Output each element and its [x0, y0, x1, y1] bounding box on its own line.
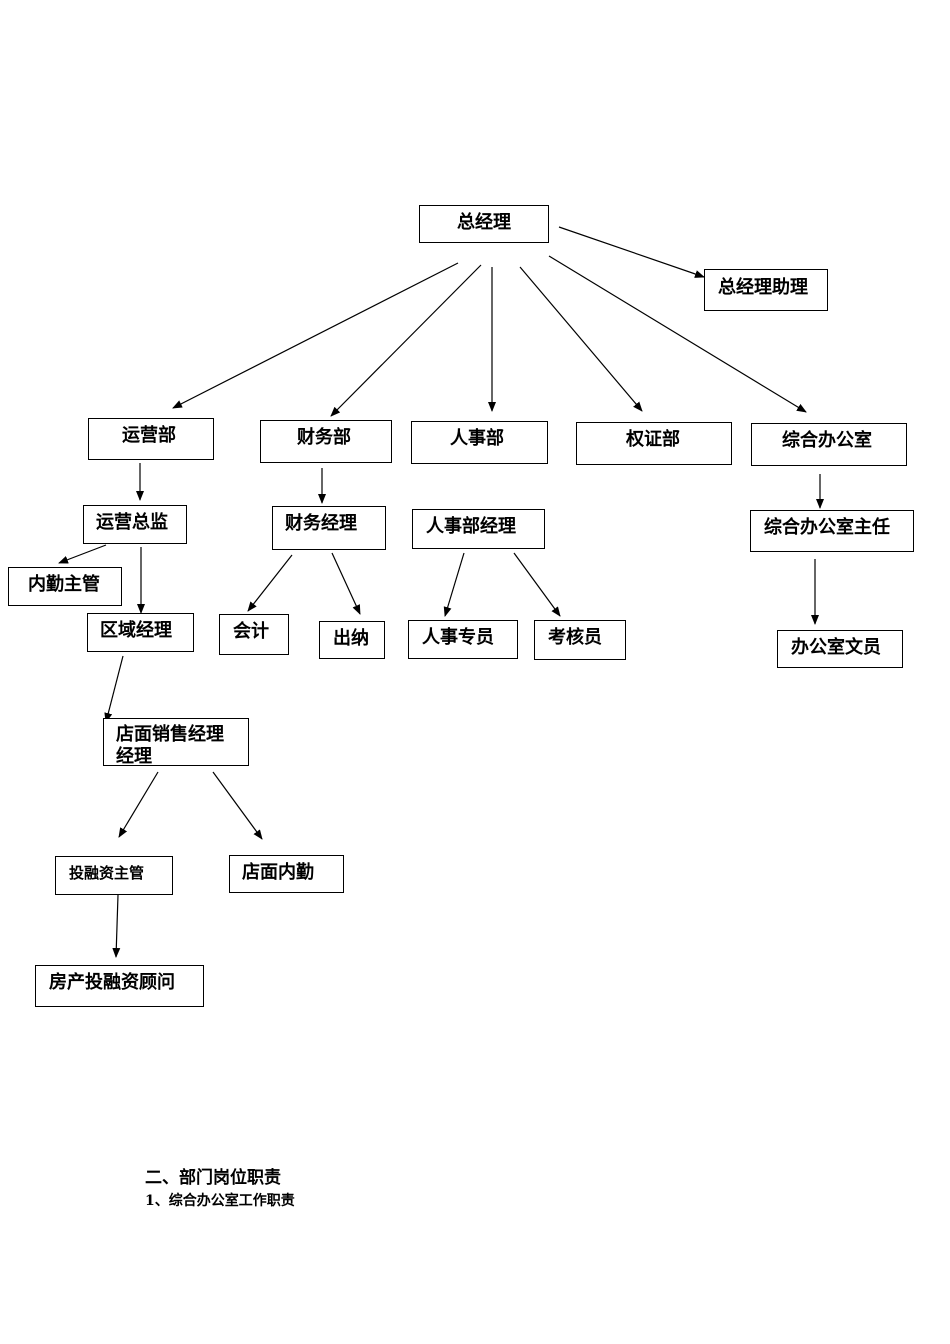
node-office-clerk-label: 办公室文员: [791, 637, 881, 658]
arrow-store-manager-to-store-clerk: [212, 771, 263, 840]
node-admin-director: 综合办公室主任: [750, 510, 914, 552]
node-store-sales-manager-overflow: 经理: [116, 746, 152, 766]
node-general-manager-assistant-label: 总经理助理: [718, 277, 808, 298]
arrow-investment-supervisor-to-consultant: [112, 894, 121, 958]
arrow-gm-to-assistant: [558, 226, 705, 278]
node-hr-manager: 人事部经理: [412, 509, 545, 549]
node-finance-dept: 财务部: [260, 420, 392, 463]
arrow-gm-to-ops-dept: [172, 262, 459, 409]
arrow-gm-to-finance-dept: [330, 264, 482, 417]
node-general-manager-label: 总经理: [457, 212, 511, 233]
node-finance-dept-label: 财务部: [297, 427, 351, 448]
node-admin-office: 综合办公室: [751, 423, 907, 466]
arrow-hr-manager-to-assessor: [513, 552, 561, 617]
node-assessor-label: 考核员: [548, 627, 602, 648]
node-hr-specialist: 人事专员: [408, 620, 518, 659]
node-cashier: 出纳: [319, 621, 385, 659]
arrow-gm-to-admin-office: [548, 255, 807, 413]
node-investment-consultant-label: 房产投融资顾问: [49, 972, 175, 993]
node-admin-director-label: 综合办公室主任: [764, 517, 890, 538]
arrow-ops-director-to-office-supervisor: [58, 544, 107, 564]
node-investment-supervisor-label: 投融资主管: [69, 864, 145, 882]
node-regional-manager-label: 区域经理: [100, 620, 172, 641]
node-finance-manager: 财务经理: [272, 506, 386, 550]
node-general-manager: 总经理: [419, 205, 549, 243]
arrow-finance-manager-to-cashier: [331, 552, 361, 615]
node-general-manager-assistant: 总经理助理: [704, 269, 828, 311]
node-store-clerk: 店面内勤: [229, 855, 344, 893]
node-admin-office-label: 综合办公室: [782, 430, 872, 451]
node-rights-dept-label: 权证部: [626, 429, 680, 450]
node-rights-dept: 权证部: [576, 422, 732, 465]
node-hr-dept-label: 人事部: [450, 428, 504, 449]
node-ops-dept-label: 运营部: [122, 425, 176, 446]
node-store-clerk-label: 店面内勤: [242, 862, 314, 883]
arrow-gm-to-rights-dept: [519, 266, 643, 412]
node-store-sales-manager-label: 店面销售经理: [116, 724, 224, 745]
node-finance-manager-label: 财务经理: [285, 513, 357, 534]
node-accountant-label: 会计: [233, 621, 269, 642]
node-cashier-label: 出纳: [333, 628, 369, 649]
arrow-finance-manager-to-accountant: [247, 554, 293, 612]
node-store-sales-manager: 店面销售经理经理: [103, 718, 249, 766]
section-subheading: 1、综合办公室工作职责: [145, 1193, 295, 1209]
node-accountant: 会计: [219, 614, 289, 655]
node-hr-dept: 人事部: [411, 421, 548, 464]
node-investment-supervisor: 投融资主管: [55, 856, 173, 895]
section-heading: 二、部门岗位职责: [145, 1168, 281, 1188]
arrow-hr-manager-to-hr-specialist: [443, 552, 465, 617]
arrow-regional-manager-to-store-manager: [104, 655, 124, 723]
node-investment-consultant: 房产投融资顾问: [35, 965, 204, 1007]
node-office-supervisor-label: 内勤主管: [28, 574, 100, 595]
node-ops-director: 运营总监: [83, 505, 187, 544]
node-ops-director-label: 运营总监: [96, 512, 168, 533]
node-office-supervisor: 内勤主管: [8, 567, 122, 606]
node-regional-manager: 区域经理: [87, 613, 194, 652]
node-ops-dept: 运营部: [88, 418, 214, 460]
node-hr-specialist-label: 人事专员: [422, 627, 494, 648]
node-hr-manager-label: 人事部经理: [426, 516, 516, 537]
arrow-store-manager-to-investment-supervisor: [118, 771, 159, 838]
node-office-clerk: 办公室文员: [777, 630, 903, 668]
node-assessor: 考核员: [534, 620, 626, 660]
